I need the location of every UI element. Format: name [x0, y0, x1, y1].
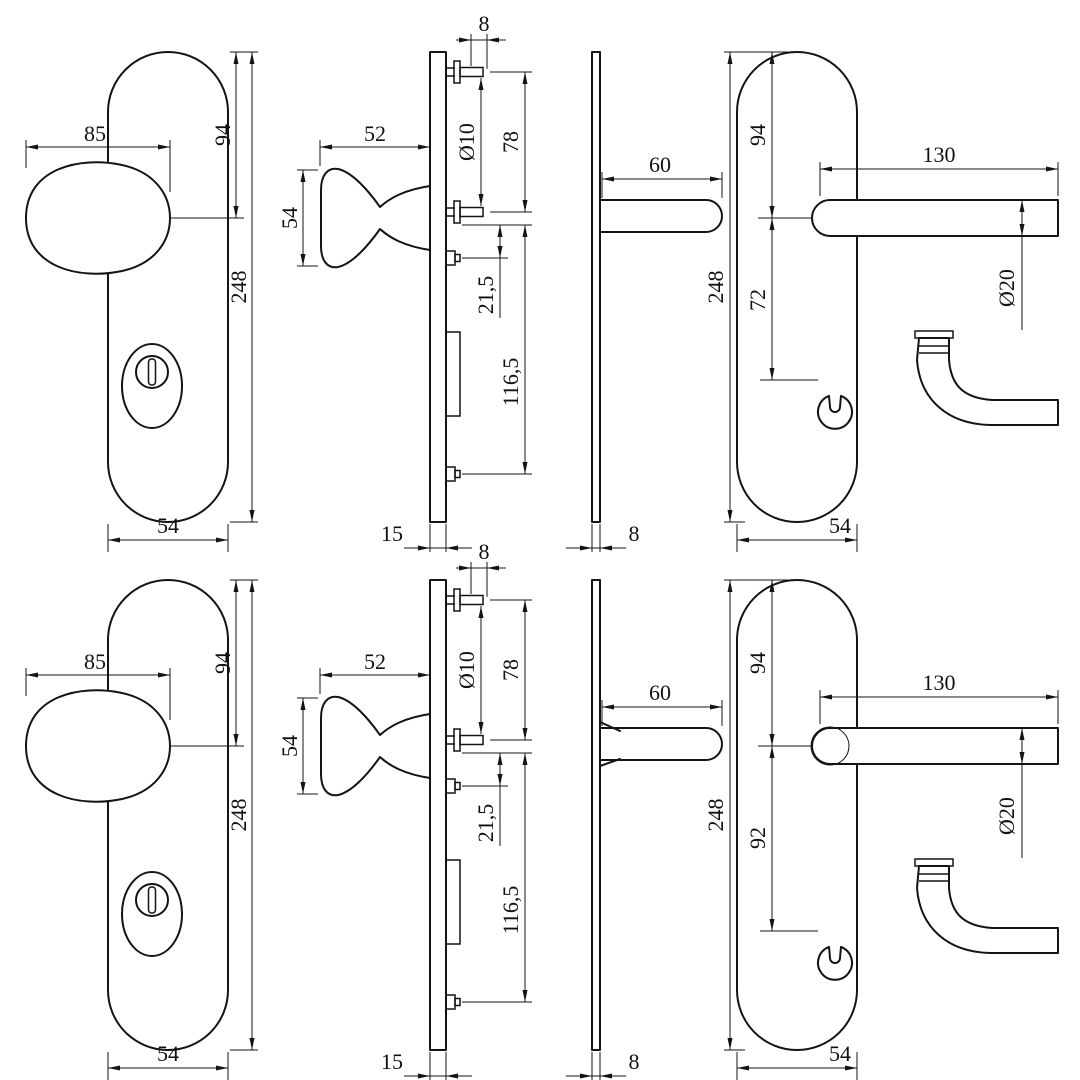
lever-neck-taper [599, 721, 621, 767]
dim-plate-height: 248 [703, 799, 728, 832]
lever-rose-ring [810, 726, 850, 766]
dim-spacing-lower: 116,5 [498, 886, 523, 935]
dim-knob-diameter: 54 [277, 207, 302, 229]
profile-cylinder-keyhole [817, 945, 853, 981]
dim-screw-diameter: Ø10 [454, 651, 479, 689]
row-top-geometry [26, 34, 1058, 552]
row-bottom-geometry [26, 562, 1058, 1080]
dim-top-to-grip: 94 [745, 124, 770, 146]
dim-spacing-middle: 21,5 [473, 804, 498, 843]
dim-lever-length: 130 [923, 142, 956, 167]
dim-spacing-middle: 21,5 [473, 276, 498, 315]
dim-lever-diameter: Ø20 [994, 269, 1019, 307]
dim-top-to-grip: 94 [210, 124, 235, 146]
dim-plate-width: 54 [157, 1041, 179, 1066]
dim-lever-diameter: Ø20 [994, 797, 1019, 835]
dim-knob-depth: 52 [364, 649, 386, 674]
dim-spacing-upper: 78 [498, 131, 523, 153]
dim-plate-thickness: 15 [381, 1049, 403, 1074]
dim-top-to-grip: 94 [745, 652, 770, 674]
dim-plate-thickness: 15 [381, 521, 403, 546]
dim-screw-diameter: Ø10 [454, 123, 479, 161]
dim-lever-projection: 60 [649, 680, 671, 705]
dim-plate-height: 248 [226, 271, 251, 304]
dim-grip-to-cylinder: 92 [745, 827, 770, 849]
dim-lever-projection: 60 [649, 152, 671, 177]
row-top-overlay: 85 94 248 54 52 54 8 Ø10 78 21,5 116,5 1… [84, 11, 1019, 546]
dim-plate-width: 54 [829, 1041, 851, 1066]
row-bottom-overlay: 85 94 248 54 52 54 8 Ø10 78 21,5 116,5 1… [84, 539, 1019, 1074]
dim-knob-width: 85 [84, 121, 106, 146]
dim-screw-tip: 8 [479, 11, 490, 36]
dim-top-to-grip: 94 [210, 652, 235, 674]
dim-plate-width: 54 [829, 513, 851, 538]
dim-screw-tip: 8 [479, 539, 490, 564]
dim-plate-thickness: 8 [629, 1049, 640, 1074]
dim-spacing-upper: 78 [498, 659, 523, 681]
dim-plate-height: 248 [226, 799, 251, 832]
dim-plate-height: 248 [703, 271, 728, 304]
dim-knob-diameter: 54 [277, 735, 302, 757]
dim-spacing-lower: 116,5 [498, 358, 523, 407]
dim-grip-to-cylinder: 72 [745, 289, 770, 311]
dim-knob-depth: 52 [364, 121, 386, 146]
dim-knob-width: 85 [84, 649, 106, 674]
dim-lever-length: 130 [923, 670, 956, 695]
dim-plate-width: 54 [157, 513, 179, 538]
profile-cylinder-keyhole [817, 394, 853, 430]
dim-plate-thickness: 8 [629, 521, 640, 546]
